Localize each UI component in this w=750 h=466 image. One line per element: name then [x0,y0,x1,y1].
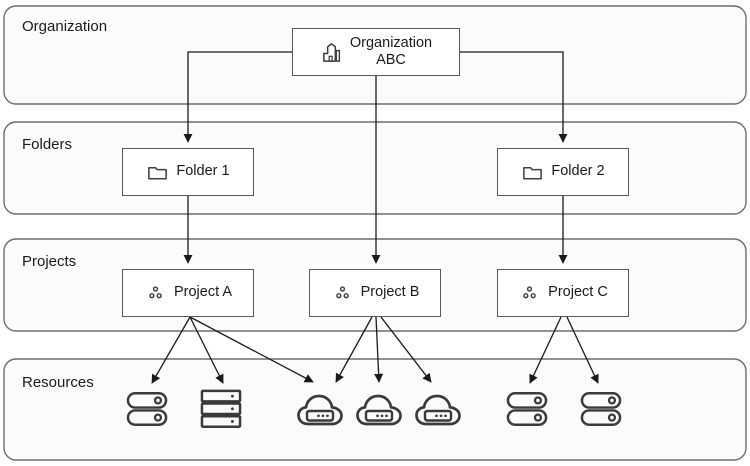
connector-project-b-to-cloud-2 [374,316,384,383]
cloud-server-icon[interactable] [414,387,462,429]
node-label-folder-1: Folder 1 [176,163,230,180]
band-label-organization: Organization [22,18,108,35]
connector-project-c-to-server-4 [566,316,599,384]
node-label-organization-abc: Organization ABC [349,34,433,68]
connector-org-to-folder-2 [460,51,568,143]
project-icon [331,282,354,305]
server-rounded-icon[interactable] [578,389,624,429]
folder-icon [521,161,544,184]
band-resources [3,358,747,461]
node-folder-2[interactable]: Folder 2 [497,148,629,196]
cloud-server-icon[interactable] [355,387,403,429]
node-organization-abc[interactable]: Organization ABC [292,28,460,76]
band-label-resources: Resources [22,374,94,391]
node-label-project-c: Project C [548,284,608,301]
node-folder-1[interactable]: Folder 1 [122,148,254,196]
folder-icon [146,161,169,184]
node-project-c[interactable]: Project C [497,269,629,317]
node-project-a[interactable]: Project A [122,269,254,317]
node-label-folder-2: Folder 2 [551,163,605,180]
server-stacked-icon[interactable] [198,389,244,429]
project-icon [518,282,541,305]
connectors-layer [151,51,599,384]
node-label-project-a: Project A [173,284,233,301]
connector-project-a-to-server-2 [189,316,224,384]
band-label-projects: Projects [22,253,77,270]
band-folders [3,121,747,215]
server-rounded-icon[interactable] [124,389,170,429]
building-icon [320,41,343,64]
connector-project-b-to-cloud-1 [335,316,373,383]
connector-project-b-to-cloud-3 [380,316,432,383]
node-label-project-b: Project B [360,284,420,301]
band-label-folders: Folders [22,136,73,153]
cloud-server-icon[interactable] [296,387,344,429]
connector-project-c-to-server-3 [529,316,562,384]
connector-project-a-to-server-1 [151,316,191,384]
project-icon [144,282,167,305]
node-project-b[interactable]: Project B [309,269,441,317]
connector-project-a-to-cloud-1 [189,316,314,383]
connector-org-to-folder-1 [183,51,292,143]
server-rounded-icon[interactable] [504,389,550,429]
